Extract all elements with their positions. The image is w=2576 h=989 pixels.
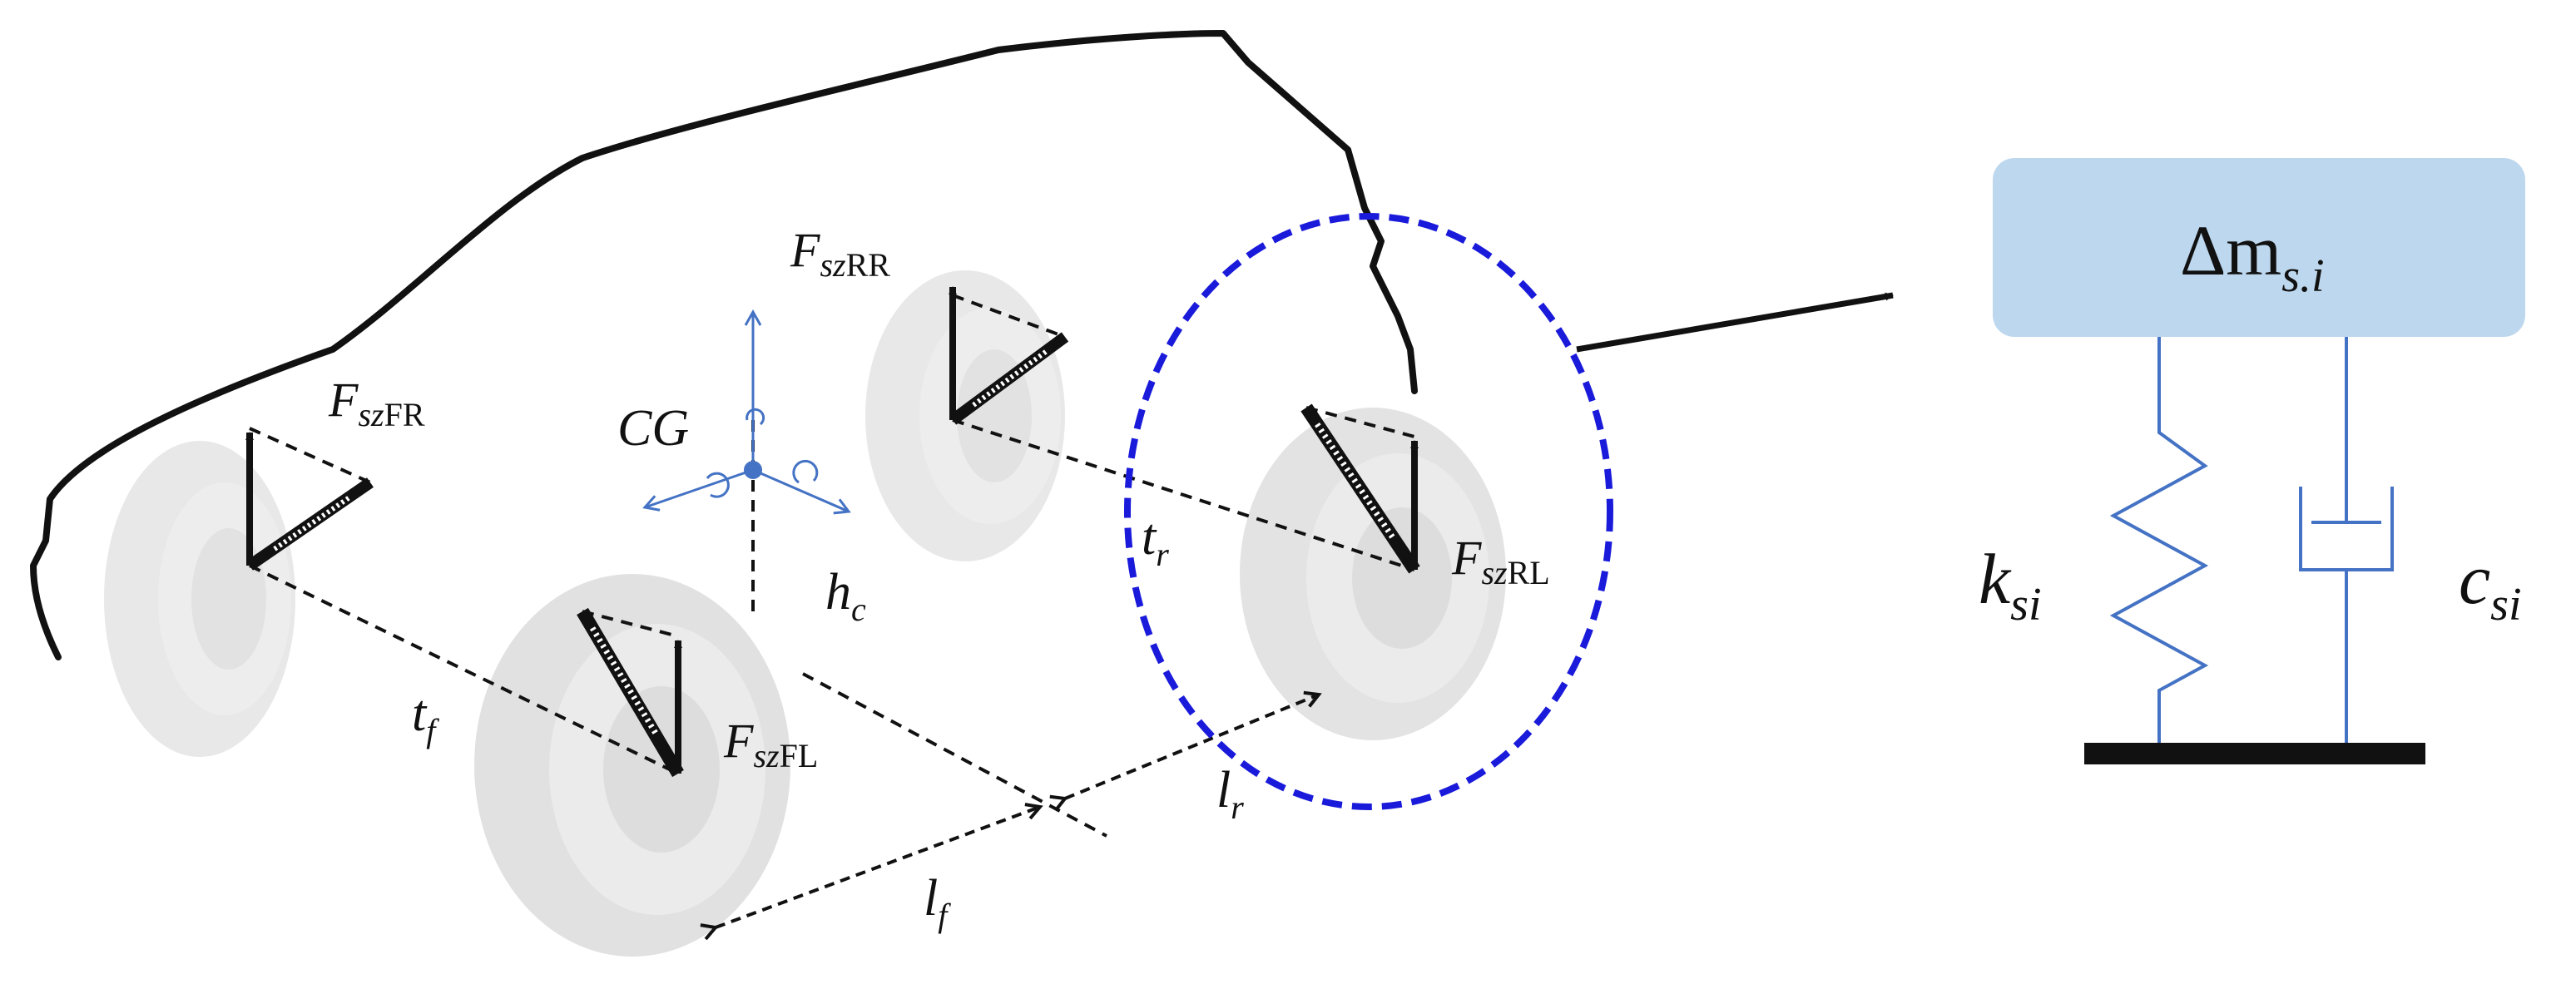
sprung-mass-block: [1993, 158, 2525, 337]
label-k-si: ksi: [1979, 539, 2042, 630]
damper: [2299, 337, 2394, 744]
label-F-RL: FszRL: [1451, 531, 1550, 591]
label-l-r: lr: [1216, 762, 1244, 826]
label-cg: CG: [617, 400, 689, 457]
car-body-outline: [30, 30, 1418, 660]
zoom-arrow: [1576, 292, 1894, 353]
label-h-c: hc: [825, 564, 866, 628]
cg-point: [744, 461, 762, 479]
label-F-FL: FszFL: [723, 714, 818, 774]
strut-rear-left: [1300, 403, 1420, 574]
label-F-FR: FszFR: [328, 373, 425, 433]
strut-front-left: [577, 607, 684, 778]
wheel-front-right: [104, 441, 295, 757]
strut-front-right: [246, 477, 374, 571]
rear-left-highlight-ellipse: [1124, 213, 1613, 810]
label-l-f: lf: [924, 870, 951, 934]
quarter-car-model: Δms.i ksi csi: [1979, 158, 2525, 764]
spring: [2109, 337, 2209, 744]
strut-rear-right: [949, 332, 1069, 425]
label-t-r: tr: [1142, 509, 1169, 573]
ground-bar: [2084, 743, 2425, 764]
force-arrows: [245, 286, 1419, 774]
label-delta-m: Δms.i: [2180, 210, 2325, 302]
dimension-arrows: [716, 695, 1319, 927]
label-t-f: tf: [412, 685, 439, 749]
label-c-si: csi: [2459, 539, 2522, 630]
cg-axes: [642, 309, 851, 515]
label-F-RR: FszRR: [790, 223, 890, 284]
wheel-rear-left: [1240, 408, 1506, 740]
